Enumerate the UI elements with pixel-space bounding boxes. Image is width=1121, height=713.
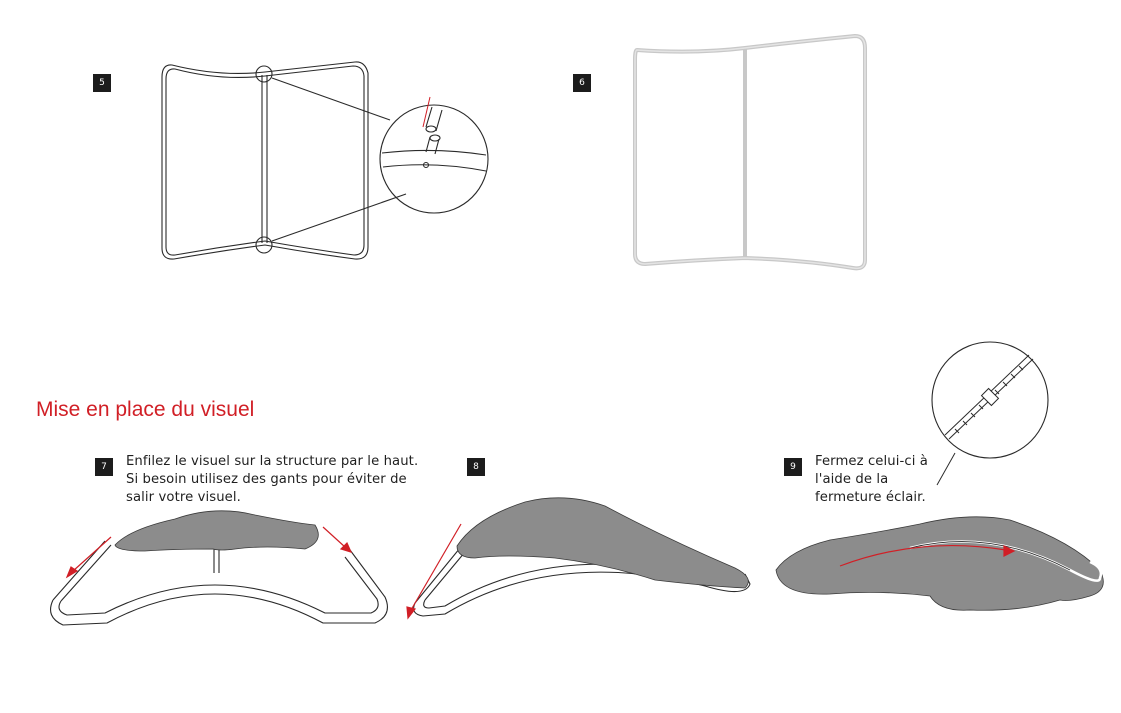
section-title: Mise en place du visuel	[36, 398, 255, 421]
step-7-caption: Enfilez le visuel sur la structure par l…	[126, 453, 426, 507]
step-9-caption: Fermez celui-ci à l'aide de la fermeture…	[815, 453, 975, 507]
step-9-badge: 9	[784, 458, 802, 476]
step-9-line-2: l'aide de la	[815, 472, 889, 487]
step-6-badge: 6	[573, 74, 591, 92]
step-7-line-1: Enfilez le visuel sur la structure par l…	[126, 454, 419, 469]
step-7-badge: 7	[95, 458, 113, 476]
step-7-line-3: salir votre visuel.	[126, 490, 241, 505]
step-9-line-1: Fermez celui-ci à	[815, 454, 928, 469]
step-5-frame-illustration	[161, 61, 489, 260]
step-9-line-3: fermeture éclair.	[815, 490, 926, 505]
step-9-illustration	[775, 516, 1104, 611]
step-7-line-2: Si besoin utilisez des gants pour éviter…	[126, 472, 407, 487]
step-7-illustration	[50, 510, 388, 626]
step-8-illustration	[406, 497, 751, 620]
step-8-badge: 8	[467, 458, 485, 476]
step-9-zipper-zoom	[931, 341, 1049, 486]
step-5-badge: 5	[93, 74, 111, 92]
step-6-frame-photo	[633, 33, 867, 271]
